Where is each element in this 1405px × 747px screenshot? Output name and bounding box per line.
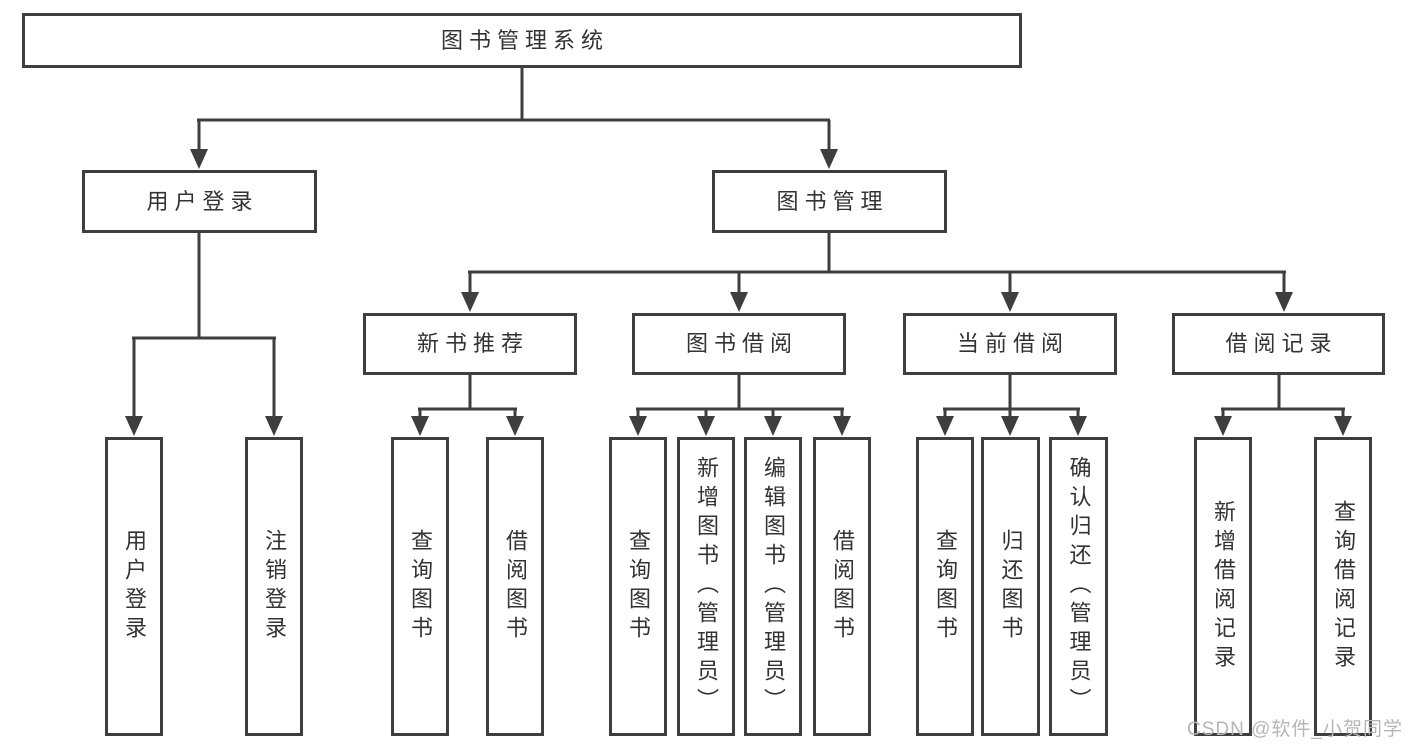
leaf-logout: 注销登录 (245, 437, 303, 736)
leaf-edit-books-admin: 编辑图书（管理员） (744, 437, 802, 736)
node-current-borrowing: 当前借阅 (903, 313, 1117, 375)
node-borrow-records: 借阅记录 (1172, 313, 1385, 375)
csdn-watermark: CSDN @软件_小贺同学 (1187, 719, 1403, 740)
leaf-query-books-recommend: 查询图书 (391, 437, 449, 736)
leaf-borrow-books-recommend: 借阅图书 (486, 437, 544, 736)
leaf-add-borrow-record: 新增借阅记录 (1194, 437, 1252, 736)
node-new-book-recommend: 新书推荐 (363, 313, 577, 375)
leaf-user-login: 用户登录 (105, 437, 163, 736)
leaf-return-books: 归还图书 (981, 437, 1040, 736)
leaf-query-borrow-record: 查询借阅记录 (1314, 437, 1372, 736)
leaf-borrow-books-borrowing: 借阅图书 (813, 437, 871, 736)
leaf-add-books-admin: 新增图书（管理员） (677, 437, 735, 736)
leaf-query-books-borrowing: 查询图书 (609, 437, 667, 736)
node-book-borrowing: 图书借阅 (632, 313, 846, 375)
node-book-management: 图书管理 (712, 170, 947, 233)
node-user-login: 用户登录 (82, 170, 317, 233)
leaf-query-books-current: 查询图书 (916, 437, 974, 736)
leaf-confirm-return-admin: 确认归还（管理员） (1049, 437, 1108, 736)
node-library-management-system: 图书管理系统 (22, 13, 1022, 68)
